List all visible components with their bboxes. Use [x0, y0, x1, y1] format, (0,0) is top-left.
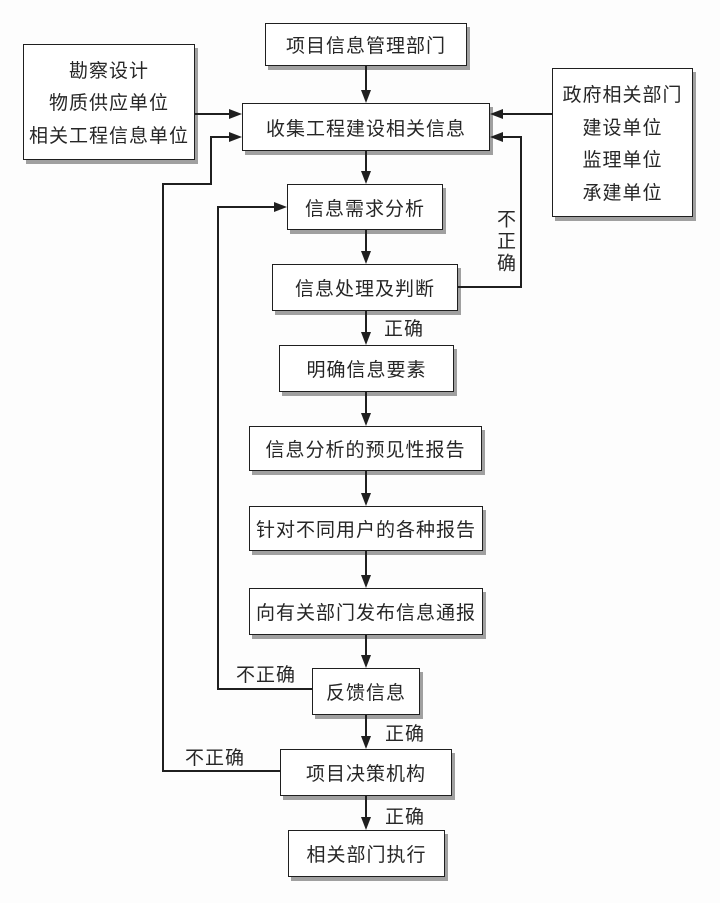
label-correct-process: 正确 — [384, 319, 425, 340]
edge-feedback-to-decision-line — [365, 715, 367, 737]
edge-feedback-to-demand-line-top — [217, 206, 275, 208]
node-right-sources-line-2: 建设单位 — [582, 117, 663, 139]
node-process-judge: 信息处理及判断 — [272, 264, 458, 311]
label-correct-decision: 正确 — [385, 807, 426, 828]
edge-forecast-to-reports-line — [365, 471, 367, 494]
edge-left-sources-to-collect-arrowhead — [229, 109, 242, 119]
label-incorrect-decision: 不正确 — [185, 748, 246, 769]
edge-clarify-to-forecast-line — [365, 392, 367, 414]
edge-process-to-collect-line-vertical — [520, 137, 522, 288]
edge-notify-to-feedback-arrowhead — [361, 655, 371, 668]
node-right-sources-line-1: 政府相关部门 — [562, 84, 683, 106]
edge-forecast-to-reports-arrowhead — [361, 493, 371, 506]
edge-collect-to-demand-line — [365, 151, 367, 172]
edge-decision-to-execute-arrowhead — [361, 817, 371, 830]
node-collect-info: 收集工程建设相关信息 — [242, 103, 490, 151]
node-user-reports: 针对不同用户的各种报告 — [249, 506, 483, 551]
edge-feedback-to-demand-arrowhead — [274, 202, 287, 212]
node-forecast-report: 信息分析的预见性报告 — [249, 426, 482, 471]
edge-process-to-clarify-arrowhead — [361, 332, 371, 345]
edge-top-to-collect-line — [365, 66, 367, 91]
edge-decision-to-collect-line-dogleg-h — [162, 183, 212, 185]
edge-right-sources-to-collect-line — [503, 113, 552, 115]
edge-decision-to-collect-line-vertical — [162, 184, 164, 772]
edge-process-to-collect-line-top — [503, 136, 522, 138]
edge-demand-to-process-arrowhead — [361, 251, 371, 264]
label-correct-feedback: 正确 — [385, 724, 426, 745]
edge-decision-to-collect-line-bottom — [162, 770, 280, 772]
edge-feedback-to-decision-arrowhead — [361, 736, 371, 749]
edge-reports-to-notify-arrowhead — [361, 575, 371, 588]
edge-top-to-collect-arrowhead — [361, 90, 371, 103]
edge-decision-to-execute-line — [365, 796, 367, 818]
edge-decision-to-collect-arrowhead — [229, 132, 242, 142]
edge-notify-to-feedback-line — [365, 635, 367, 656]
node-project-info-dept: 项目信息管理部门 — [265, 23, 467, 66]
edge-feedback-to-demand-line-vertical — [217, 206, 219, 690]
node-left-sources-line-3: 相关工程信息单位 — [28, 126, 189, 148]
edge-feedback-to-demand-line-bottom — [217, 688, 312, 690]
edge-collect-to-demand-arrowhead — [361, 171, 371, 184]
node-left-sources: 勘察设计 物质供应单位 相关工程信息单位 — [23, 44, 195, 160]
node-demand-analysis: 信息需求分析 — [287, 184, 443, 230]
edge-process-to-clarify-line — [365, 311, 367, 333]
edge-demand-to-process-line — [365, 230, 367, 252]
edge-process-to-collect-arrowhead — [490, 132, 503, 142]
edge-left-sources-to-collect-line — [195, 113, 230, 115]
edge-right-sources-to-collect-arrowhead — [490, 109, 503, 119]
label-incorrect-feedback: 不正确 — [236, 665, 297, 686]
node-notify-departments: 向有关部门发布信息通报 — [249, 588, 483, 635]
node-decision-body: 项目决策机构 — [280, 749, 452, 796]
node-left-sources-line-2: 物质供应单位 — [48, 93, 169, 115]
node-right-sources: 政府相关部门 建设单位 监理单位 承建单位 — [552, 68, 693, 217]
edge-process-to-collect-line-bottom — [458, 286, 522, 288]
node-left-sources-line-1: 勘察设计 — [68, 60, 149, 82]
edge-decision-to-collect-line-dogleg-v — [210, 136, 212, 185]
edge-decision-to-collect-line-top — [210, 136, 230, 138]
label-incorrect-process: 不正确 — [494, 209, 515, 275]
edge-clarify-to-forecast-arrowhead — [361, 413, 371, 426]
edge-reports-to-notify-line — [365, 551, 367, 576]
node-right-sources-line-4: 承建单位 — [582, 183, 663, 205]
node-right-sources-line-3: 监理单位 — [582, 150, 663, 172]
node-clarify-elements: 明确信息要素 — [279, 345, 454, 392]
node-execute-departments: 相关部门执行 — [288, 830, 445, 877]
node-feedback-info: 反馈信息 — [312, 668, 420, 715]
